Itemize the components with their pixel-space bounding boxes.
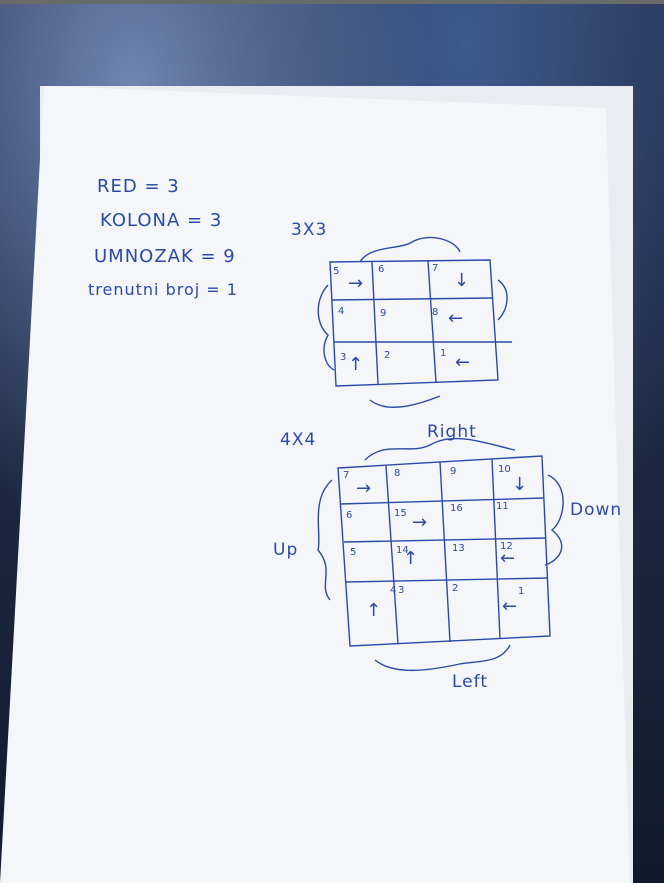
grid-3x3-title: 3X3: [291, 220, 327, 240]
grid-3x3-cell: 8: [432, 307, 438, 318]
grid-3x3-cell: 4: [338, 306, 344, 317]
arrow-down-icon: ↓: [512, 476, 527, 494]
grid-4x4-cell: 7: [343, 470, 349, 481]
grid-3x3-cell: 3: [340, 352, 346, 363]
grid-4x4-cell: 9: [450, 466, 456, 477]
label-right: Right: [427, 422, 477, 442]
arrow-left-icon: ←: [500, 550, 515, 568]
grid-3x3-cell: 2: [384, 350, 390, 361]
grid-4x4-title: 4X4: [280, 430, 316, 450]
grid-3x3-cell: 1: [440, 348, 446, 359]
arrow-left-icon: ←: [502, 598, 517, 616]
grid-4x4-cell: 2: [452, 583, 458, 594]
grid-3x3-cell: 7: [432, 263, 438, 274]
grid-3x3-cell: 6: [378, 264, 384, 275]
arrow-left-icon: ←: [455, 354, 470, 372]
arrow-down-icon: ↓: [454, 272, 469, 290]
arrow-left-icon: ←: [448, 310, 463, 328]
grid-4x4-cell: 11: [496, 501, 509, 512]
arrow-up-icon: ↑: [403, 550, 418, 568]
grid-4x4-cell: 15: [394, 508, 407, 519]
grid-4x4-cell: 13: [452, 543, 465, 554]
grid-4x4-cell: 10: [498, 464, 511, 475]
label-left: Left: [452, 672, 488, 692]
grid-4x4-cell: 8: [394, 468, 400, 479]
window-top-edge: [0, 0, 664, 4]
grid-4x4-cell: 5: [350, 547, 356, 558]
arrow-right-icon: →: [412, 514, 427, 532]
arrow-up-icon: ↑: [366, 602, 381, 620]
arrow-right-icon: →: [356, 480, 371, 498]
arrow-up-icon: ↑: [348, 356, 363, 374]
grid-4x4-cell: 16: [450, 503, 463, 514]
grid-4x4-cell: 6: [346, 510, 352, 521]
grid-4x4-cell: 4: [390, 585, 396, 596]
label-up: Up: [273, 540, 298, 560]
grid-4x4-cell: 1: [518, 586, 524, 597]
paper-face: [0, 86, 630, 883]
grid-4x4-cell: 3: [398, 585, 404, 596]
note-umnozak: UMNOZAK = 9: [94, 246, 236, 267]
paper-drawing: [0, 80, 630, 883]
grid-3x3-cell: 9: [380, 308, 386, 319]
grid-3x3-cell: 5: [333, 266, 339, 277]
arrow-right-icon: →: [348, 275, 363, 293]
note-red: RED = 3: [97, 176, 180, 197]
label-down: Down: [570, 500, 622, 520]
paper-sheet: RED = 3 KOLONA = 3 UMNOZAK = 9 trenutni …: [0, 80, 630, 883]
note-kolona: KOLONA = 3: [100, 210, 222, 231]
note-trenutni-broj: trenutni broj = 1: [88, 280, 238, 299]
